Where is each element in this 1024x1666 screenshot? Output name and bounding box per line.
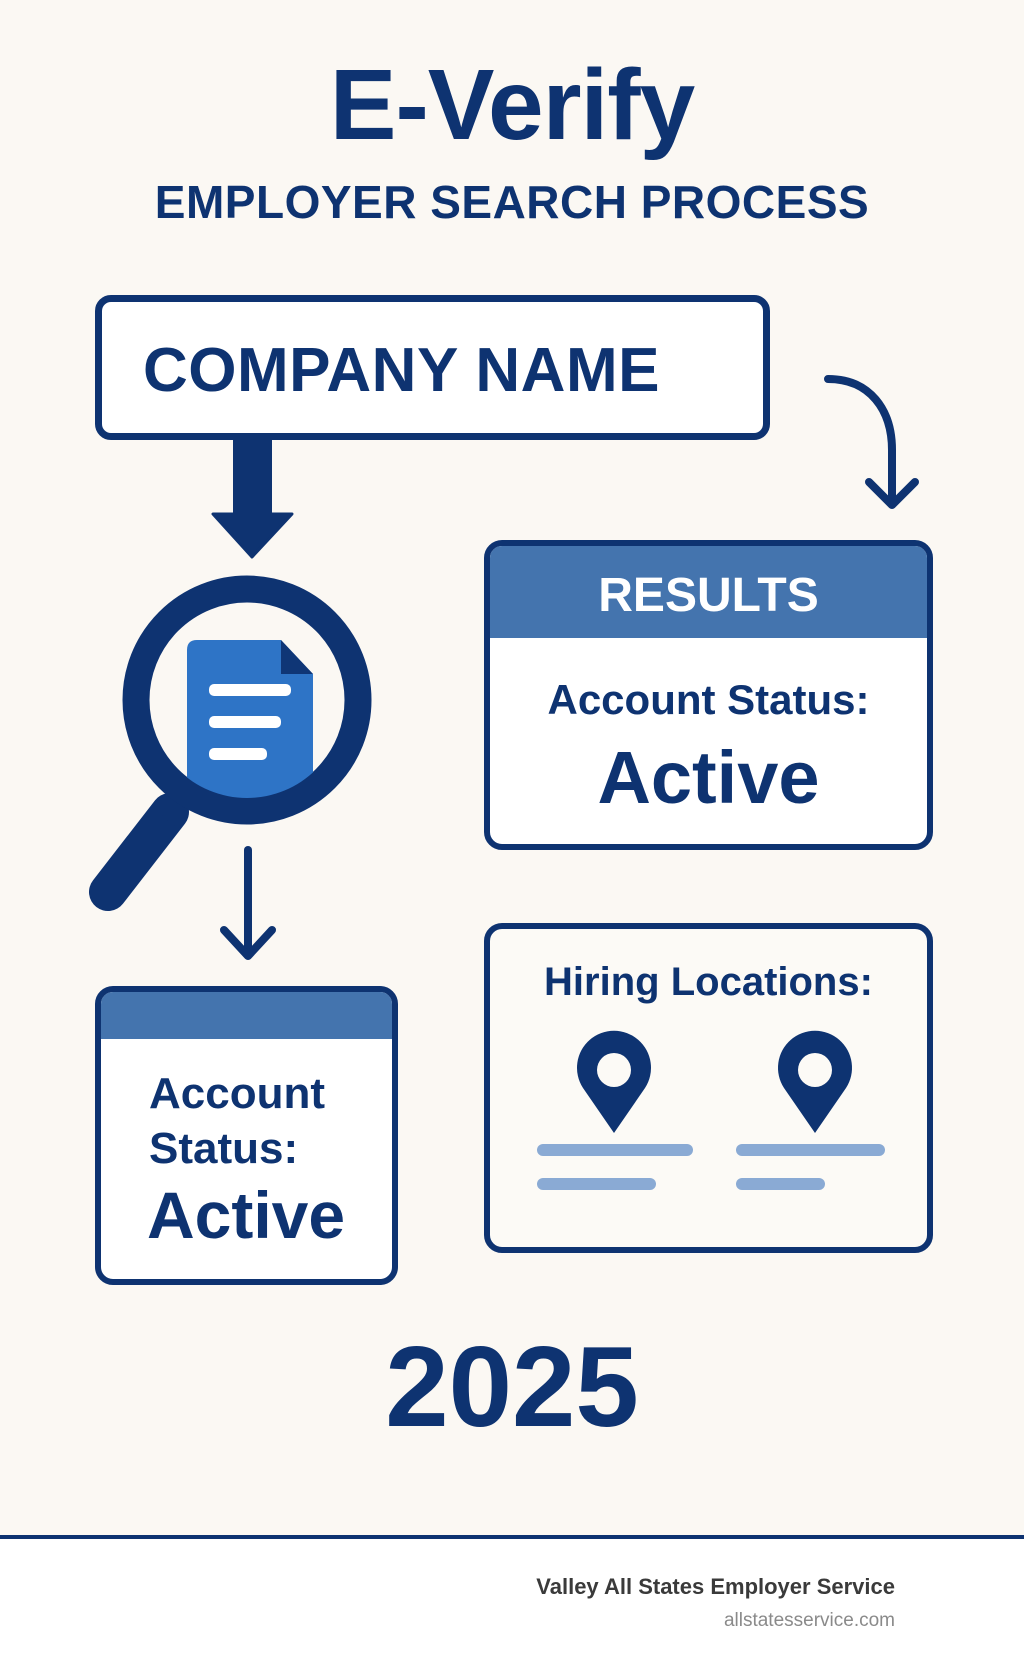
location-placeholder-lines bbox=[537, 1144, 885, 1190]
curved-arrow-icon bbox=[824, 375, 919, 509]
page-title: E-Verify bbox=[329, 49, 695, 161]
results-card: RESULTS Account Status: Active bbox=[484, 540, 933, 850]
document-icon bbox=[187, 640, 313, 798]
year-label: 2025 bbox=[385, 1324, 639, 1451]
account-card-header bbox=[101, 992, 392, 1039]
account-status-value: Active bbox=[147, 1178, 346, 1252]
footer-website: allstatesservice.com bbox=[723, 1610, 895, 1631]
account-status-value: Active bbox=[597, 736, 820, 819]
company-name-label: COMPANY NAME bbox=[143, 336, 660, 405]
magnifying-glass-icon bbox=[89, 575, 372, 911]
results-title: RESULTS bbox=[598, 569, 819, 622]
account-status-card: Account Status: Active bbox=[95, 986, 398, 1285]
account-status-label: Account Status: bbox=[547, 676, 870, 723]
page-subtitle: EMPLOYER SEARCH PROCESS bbox=[154, 176, 870, 228]
hiring-locations-card: Hiring Locations: bbox=[484, 923, 933, 1253]
footer-organization: Valley All States Employer Service bbox=[536, 1574, 895, 1599]
map-pin-icon bbox=[577, 1030, 652, 1133]
account-label-line2: Status: bbox=[149, 1124, 299, 1173]
account-status-label: Account Status: bbox=[149, 1066, 325, 1176]
account-label-line1: Account bbox=[149, 1069, 325, 1118]
hiring-locations-title: Hiring Locations: bbox=[544, 960, 873, 1004]
arrow-down-icon bbox=[211, 440, 294, 559]
footer: Valley All States Employer Service allst… bbox=[0, 1539, 1024, 1666]
arrow-down-icon bbox=[220, 846, 276, 960]
map-pin-icon bbox=[778, 1030, 852, 1133]
results-card-header: RESULTS bbox=[490, 546, 927, 638]
company-name-box: COMPANY NAME bbox=[95, 295, 770, 440]
footer-divider bbox=[0, 1535, 1024, 1539]
